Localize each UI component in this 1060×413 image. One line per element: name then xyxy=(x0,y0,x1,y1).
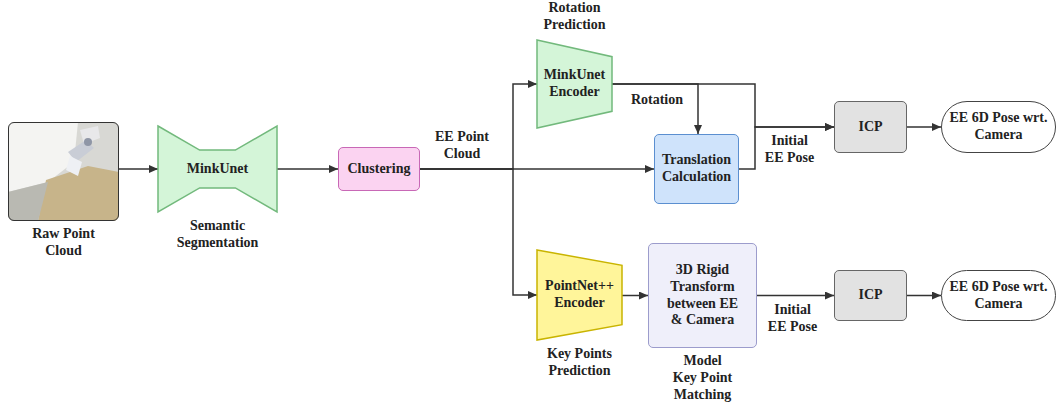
robot-joint xyxy=(84,138,92,146)
flow-arrow xyxy=(622,295,648,297)
process-box: Translation Calculation xyxy=(654,134,739,204)
edge-label: EE Point Cloud xyxy=(427,129,497,163)
node-label: Clustering xyxy=(344,161,414,178)
edge-label: Initial EE Pose xyxy=(762,133,817,167)
node-caption: Model Key Point Matching xyxy=(671,353,734,403)
flow-arrow xyxy=(119,168,158,170)
encoder-shape: PointNet++ EncoderKey Points Prediction xyxy=(537,250,622,340)
process-box: ICP xyxy=(834,270,907,321)
flow-arrow xyxy=(612,84,698,134)
encoder-shape: MinkUnetSemantic Segmentation xyxy=(158,126,277,212)
process-box: EE 6D Pose wrt. Camera xyxy=(941,270,1056,321)
flow-arrow xyxy=(907,126,941,128)
edge-label: Rotation xyxy=(622,92,692,109)
node-label: EE 6D Pose wrt. Camera xyxy=(949,110,1048,144)
process-box: 3D Rigid Transform between EE & CameraMo… xyxy=(648,243,757,348)
process-box: Clustering xyxy=(338,147,420,191)
process-box: EE 6D Pose wrt. Camera xyxy=(941,101,1056,153)
node-label: ICP xyxy=(840,287,901,304)
flow-arrow xyxy=(907,295,941,297)
flow-arrow xyxy=(739,127,834,169)
flow-arrow xyxy=(612,84,834,127)
node-label: MinkUnet xyxy=(164,161,271,178)
robot-gripper xyxy=(66,156,82,176)
edge-label: Initial EE Pose xyxy=(765,302,820,336)
node-label: Translation Calculation xyxy=(660,152,733,186)
node-caption: Raw Point Cloud xyxy=(19,226,109,260)
node-label: EE 6D Pose wrt. Camera xyxy=(949,279,1048,313)
shape-fill xyxy=(537,40,612,128)
shape-fill xyxy=(537,250,622,340)
node-label: MinkUnet Encoder xyxy=(541,67,608,101)
flow-arrow xyxy=(277,168,338,170)
flow-arrow xyxy=(420,169,537,295)
node-caption: Semantic Segmentation xyxy=(163,218,273,252)
shape-fill xyxy=(158,126,277,212)
flow-arrow xyxy=(420,84,537,169)
node-label: PointNet++ Encoder xyxy=(541,278,618,312)
process-box: ICP xyxy=(834,101,907,153)
node-caption: Rotation Prediction xyxy=(530,0,620,34)
image-ground xyxy=(8,122,119,221)
node-caption: Key Points Prediction xyxy=(535,346,625,380)
flow-arrow xyxy=(757,295,834,297)
floor-region xyxy=(8,182,48,221)
image-frame: Raw Point Cloud xyxy=(8,122,119,221)
node-label: 3D Rigid Transform between EE & Camera xyxy=(662,262,743,329)
node-label: ICP xyxy=(840,119,901,136)
encoder-shape: Rotation PredictionMinkUnet Encoder xyxy=(537,40,612,128)
point-cloud-image xyxy=(8,122,119,221)
